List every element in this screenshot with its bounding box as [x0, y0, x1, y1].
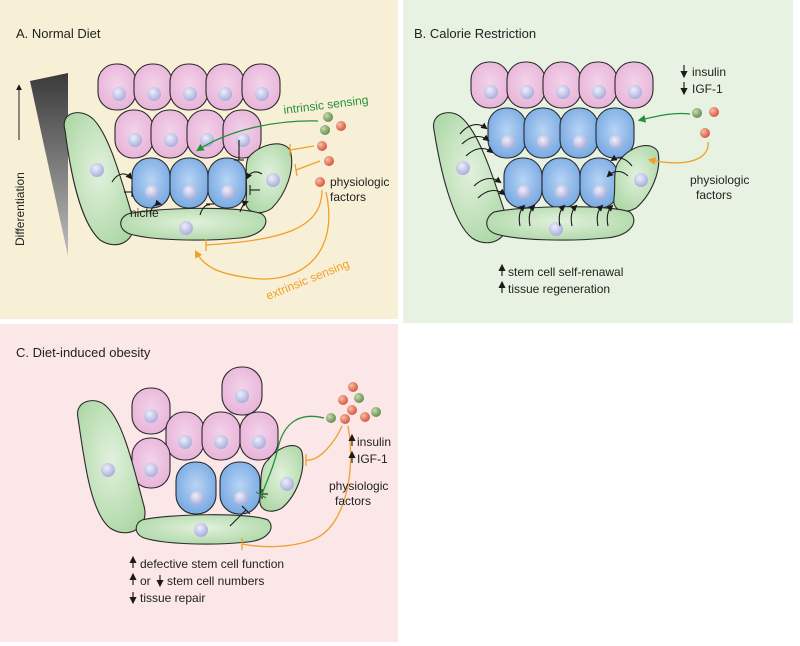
- insulin-label: insulin: [357, 435, 391, 449]
- panel-c-title: C. Diet-induced obesity: [16, 345, 151, 360]
- differentiated-cell: [97, 63, 137, 111]
- niche-nucleus: [456, 161, 470, 175]
- outcome-defective-function: defective stem cell function: [129, 555, 284, 571]
- outcome-tissue-repair: tissue repair: [129, 591, 205, 605]
- panel-a-title: A. Normal Diet: [16, 26, 101, 41]
- factor-inhibition-lines: [289, 144, 321, 177]
- niche-signals-impaired: [229, 489, 268, 527]
- factors-label: factors: [335, 494, 371, 508]
- differentiated-cell: [470, 61, 510, 109]
- niche-nucleus: [90, 163, 104, 177]
- differentiated-cells: [97, 63, 281, 159]
- extrinsic-sensing-arrow: [194, 191, 330, 280]
- outcome-label: stem cell numbers: [167, 574, 264, 588]
- niche-signals-enhanced: [459, 122, 633, 227]
- stem-cell: [541, 157, 581, 209]
- physiologic-factor-dots: [326, 382, 381, 424]
- differentiated-cell: [614, 61, 654, 109]
- intrinsic-inhibition-bar: [255, 491, 267, 499]
- stem-nuclei: [190, 491, 248, 505]
- insulin-increase: insulin: [348, 433, 391, 449]
- niche-cell-bottom: [120, 207, 267, 241]
- stem-cell: [207, 157, 247, 209]
- niche-nucleus: [101, 463, 115, 477]
- differentiated-cell: [542, 61, 582, 109]
- physiologic-factor-dots: [692, 107, 719, 138]
- outcome-label: tissue repair: [140, 591, 205, 605]
- stem-cell: [487, 107, 527, 159]
- factors-label: factors: [696, 188, 732, 202]
- insulin-label: insulin: [692, 65, 726, 79]
- intrinsic-sensing-arrow: [196, 120, 319, 152]
- differentiation-label: Differentiation: [13, 172, 27, 246]
- differentiated-cell: [506, 61, 546, 109]
- igf-label: IGF-1: [357, 452, 388, 466]
- physiologic-label: physiologic: [329, 479, 388, 493]
- stem-cell: [219, 461, 261, 515]
- stem-cells: [175, 461, 261, 515]
- niche-nucleus: [634, 173, 648, 187]
- differentiated-nuclei: [484, 85, 642, 99]
- outcome-or-label: or: [140, 574, 151, 588]
- physiologic-factor-dots: [315, 112, 346, 187]
- extrinsic-sensing-arrow: [647, 141, 709, 165]
- niche-signals: [111, 140, 263, 216]
- panel-calorie-restriction: B. Calorie Restriction: [403, 0, 793, 323]
- stem-cells: [131, 157, 247, 209]
- differentiated-cells: [470, 61, 654, 109]
- stem-cells: [487, 107, 635, 209]
- stem-cell: [595, 107, 635, 159]
- niche-cell-right: [259, 445, 304, 512]
- panel-diet-induced-obesity: C. Diet-induced obesity: [0, 324, 398, 642]
- igf-label: IGF-1: [692, 82, 723, 96]
- differentiated-cell: [169, 63, 209, 111]
- niche-label: niche: [130, 206, 159, 220]
- differentiated-nuclei: [144, 389, 266, 477]
- factors-label: factors: [330, 190, 366, 204]
- niche-nucleus: [266, 173, 280, 187]
- stem-cell: [559, 107, 599, 159]
- differentiated-cell: [241, 63, 281, 111]
- panel-normal-diet: A. Normal Diet Differentiation: [0, 0, 398, 319]
- stem-cell: [579, 157, 619, 209]
- stem-nuclei: [145, 185, 235, 199]
- outcome-label: stem cell self-renawal: [508, 265, 623, 279]
- panel-b-title: B. Calorie Restriction: [414, 26, 536, 41]
- outcome-label: defective stem cell function: [140, 557, 284, 571]
- intrinsic-sensing-arrow: [637, 112, 691, 123]
- niche-nucleus: [549, 222, 563, 236]
- differentiated-cell: [578, 61, 618, 109]
- stem-nuclei: [501, 135, 623, 199]
- differentiated-cell: [133, 63, 173, 111]
- igf-decrease: IGF-1: [680, 82, 723, 96]
- niche-nucleus: [280, 477, 294, 491]
- stem-cell: [131, 157, 171, 209]
- differentiation-gradient-triangle: [30, 73, 68, 256]
- outcome-label: tissue regeneration: [508, 282, 610, 296]
- extrinsic-inhibition-line: [205, 189, 323, 246]
- stem-cell: [503, 157, 543, 209]
- outcome-tissue-regeneration: tissue regeneration: [498, 280, 610, 296]
- stem-cell: [175, 461, 217, 515]
- igf-increase: IGF-1: [348, 450, 388, 466]
- insulin-decrease: insulin: [680, 65, 726, 79]
- physiologic-label: physiologic: [330, 175, 389, 189]
- intrinsic-inhibition-line: [261, 415, 325, 495]
- niche-nucleus: [194, 523, 208, 537]
- extrinsic-inhibition-lines: [241, 425, 352, 550]
- stem-cell: [523, 107, 563, 159]
- physiologic-label: physiologic: [690, 173, 749, 187]
- niche-nucleus: [179, 221, 193, 235]
- stem-cell: [169, 157, 209, 209]
- outcome-self-renewal: stem cell self-renawal: [498, 263, 623, 279]
- outcome-stem-cell-numbers: or stem cell numbers: [129, 572, 264, 588]
